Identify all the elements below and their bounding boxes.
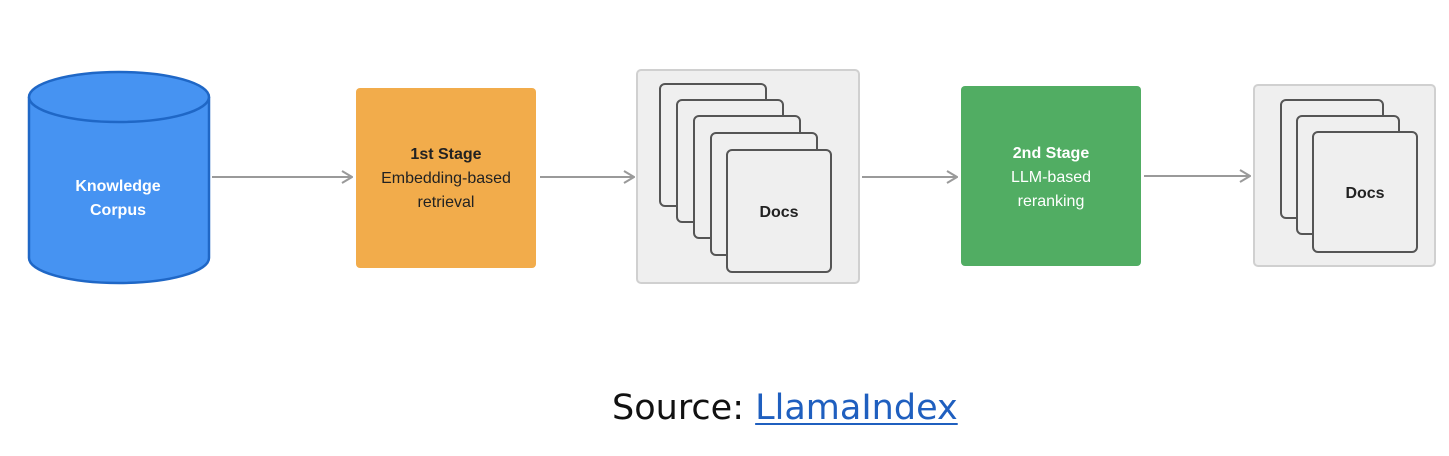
- docs-panel-1: Docs: [636, 69, 860, 284]
- stage2-box: 2nd Stage LLM-based reranking: [961, 86, 1141, 266]
- stage1-rect: [356, 88, 536, 268]
- source-prefix: Source:: [612, 388, 756, 428]
- doc-page: [726, 149, 832, 273]
- docs-panel-2: Docs: [1253, 84, 1436, 267]
- docs2-label: Docs: [1345, 185, 1384, 202]
- docs1-label: Docs: [759, 204, 798, 221]
- stage2-line1: LLM-based: [1011, 169, 1091, 186]
- cylinder-top: [27, 70, 211, 124]
- stage2-line2: reranking: [1018, 193, 1085, 210]
- stage1-title: 1st Stage: [410, 146, 481, 163]
- source-caption: Source: LlamaIndex: [612, 388, 958, 428]
- stage1-line1: Embedding-based: [381, 170, 511, 187]
- stage1-line2: retrieval: [418, 194, 475, 211]
- cylinder-body: [27, 97, 211, 285]
- stage2-title: 2nd Stage: [1013, 145, 1090, 162]
- stage2-rect: [961, 86, 1141, 266]
- corpus-label-line1: Knowledge: [75, 178, 160, 195]
- pipeline-diagram: Knowledge Corpus 1st Stage Embedding-bas…: [27, 69, 1436, 285]
- llamaindex-link[interactable]: LlamaIndex: [755, 388, 958, 428]
- stage1-box: 1st Stage Embedding-based retrieval: [356, 88, 536, 268]
- corpus-label-line2: Corpus: [90, 202, 146, 219]
- knowledge-corpus-cylinder: Knowledge Corpus: [27, 70, 211, 285]
- doc-page: [1312, 131, 1418, 253]
